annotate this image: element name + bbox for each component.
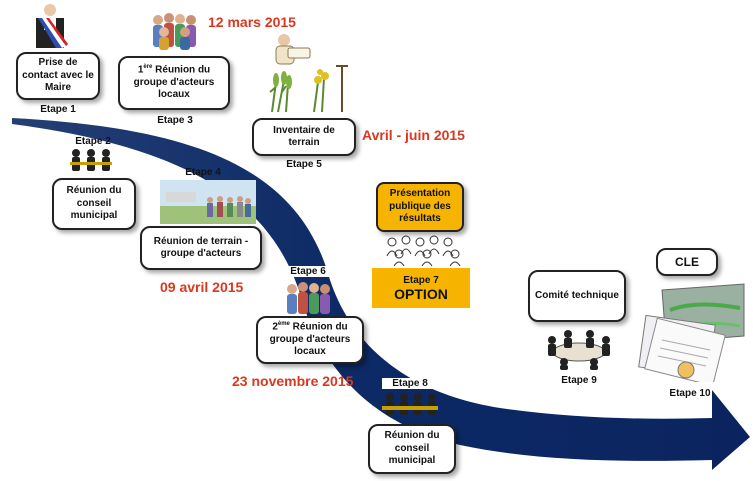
step3-box: 1ère Réunion du groupe d'acteurs locaux: [118, 56, 230, 110]
step6-ordinal: 2: [272, 321, 278, 333]
step9-label: Etape 9: [561, 375, 597, 386]
step1-box: Prise de contact avec le Maire: [16, 52, 100, 100]
step10-text: CLE: [675, 254, 699, 269]
step7-option-bar: Etape 7 OPTION: [372, 268, 470, 308]
step1-label: Etape 1: [40, 104, 76, 115]
step3-ordinal-sup: ère: [143, 64, 153, 71]
step7-box: Présentation publique des résultats: [376, 182, 464, 232]
step2-box: Réunion du conseil municipal: [52, 178, 136, 230]
field-meeting-icon: [160, 180, 256, 224]
crowd-icon: [284, 280, 334, 316]
step7-text: Présentation publique des résultats: [389, 188, 451, 225]
council-people-icon: [68, 148, 114, 172]
step6-text: Réunion du groupe d'acteurs locaux: [269, 321, 351, 358]
step7-label: Etape 7: [403, 274, 439, 286]
step1-text: Prise de contact avec le Maire: [22, 57, 94, 94]
botanist-plants-icon: [262, 32, 358, 114]
crowd-icon: [150, 10, 202, 50]
step8-label: Etape 8: [382, 378, 438, 389]
step5-box: Inventaire de terrain: [252, 118, 356, 156]
step10-label: Etape 10: [669, 388, 711, 399]
documents-map-icon: [636, 280, 748, 387]
step2-text: Réunion du conseil municipal: [66, 185, 122, 222]
date-12-mars: 12 mars 2015: [208, 14, 296, 30]
step2-label: Etape 2: [75, 136, 111, 147]
step4-label: Etape 4: [185, 167, 221, 178]
mayor-sash-icon: [30, 4, 70, 48]
council-table-icon: [380, 392, 440, 418]
step3-text: Réunion du groupe d'acteurs locaux: [133, 64, 215, 101]
meeting-table-icon: [540, 326, 618, 370]
step10-box: CLE: [656, 248, 718, 276]
option-tag: OPTION: [394, 285, 448, 302]
date-23-novembre: 23 novembre 2015: [232, 373, 354, 389]
step6-box: 2ème Réunion du groupe d'acteurs locaux: [256, 316, 364, 364]
step3-label: Etape 3: [157, 115, 193, 126]
step5-label: Etape 5: [286, 159, 322, 170]
date-avril-juin: Avril - juin 2015: [362, 127, 465, 143]
date-09-avril: 09 avril 2015: [160, 279, 244, 295]
audience-sketch-icon: [384, 234, 464, 267]
arrow-shape: [12, 118, 750, 470]
step9-box: Comité technique: [528, 270, 626, 322]
step9-text: Comité technique: [535, 289, 619, 301]
step6-label: Etape 6: [280, 266, 336, 277]
step5-text: Inventaire de terrain: [273, 124, 335, 149]
step4-box: Réunion de terrain - groupe d'acteurs: [140, 226, 262, 270]
step8-box: Réunion du conseil municipal: [368, 424, 456, 474]
step3-ordinal: 1: [137, 64, 144, 76]
step4-text: Réunion de terrain - groupe d'acteurs: [153, 235, 249, 260]
step8-text: Réunion du conseil municipal: [384, 430, 440, 467]
step6-ordinal-sup: ème: [277, 321, 290, 328]
